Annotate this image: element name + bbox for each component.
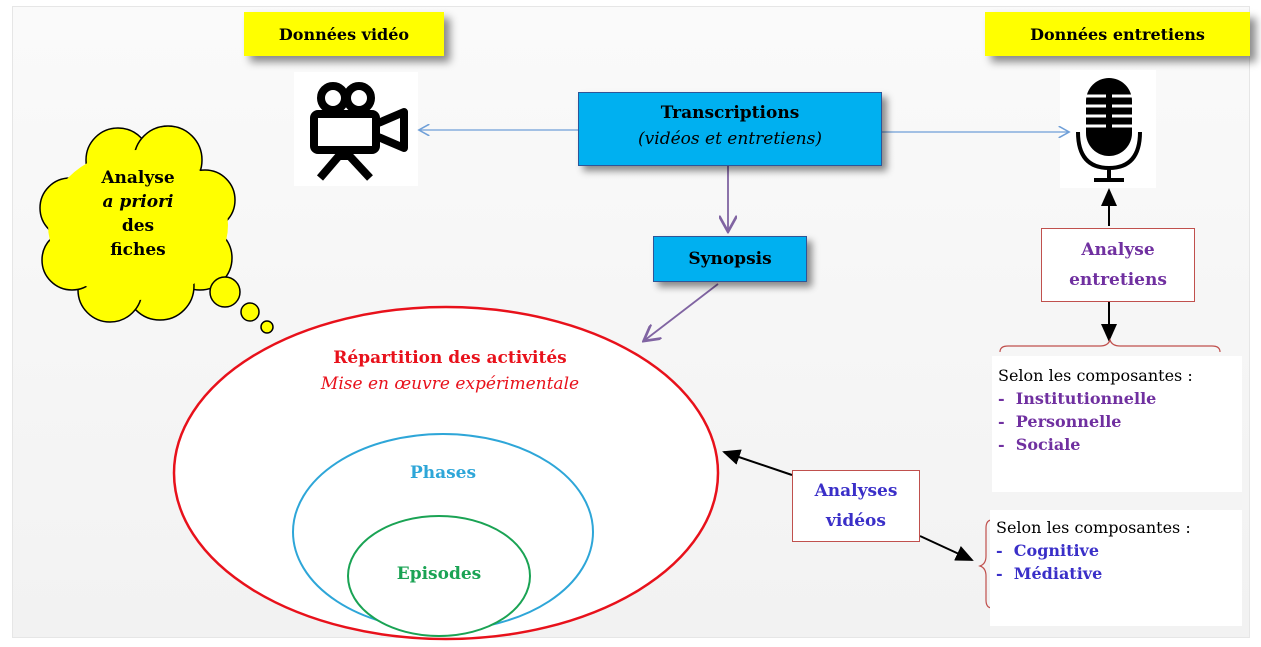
synopsis-box: Synopsis (653, 236, 807, 282)
activities-title: Répartition des activités (333, 348, 567, 368)
analyse-entretiens-box: Analyse entretiens (1041, 228, 1195, 302)
analyses-videos-line-2: vidéos (826, 511, 886, 531)
video-component-item: - Médiative (996, 564, 1103, 583)
video-data-text: Données vidéo (278, 24, 410, 44)
analyse-entretiens-line-1: Analyse (1081, 240, 1155, 260)
episodes-ellipse (347, 515, 531, 637)
microphone-icon (1076, 78, 1142, 182)
phases-label: Phases (409, 463, 477, 483)
activities-subtitle: Mise en œuvre expérimentale (320, 374, 580, 394)
analyses-videos-line-1: Analyses (814, 481, 898, 501)
interview-components-panel: Selon les composantes : - Institutionnel… (992, 356, 1242, 492)
video-brace (978, 519, 993, 609)
arrow-to-video-components (919, 535, 974, 561)
interview-brace (999, 338, 1221, 353)
arrow-to-activities (645, 283, 719, 340)
cloud-line-3: des (121, 216, 155, 236)
cloud-line-4: fiches (110, 240, 166, 260)
transcriptions-title: Transcriptions (660, 103, 800, 123)
interview-component-item: - Sociale (998, 435, 1081, 454)
episodes-label: Episodes (396, 564, 482, 584)
video-component-item: - Cognitive (996, 541, 1100, 560)
interview-components-heading: Selon les composantes : (998, 366, 1193, 385)
interview-component-item: - Institutionnelle (998, 389, 1157, 408)
synopsis-text: Synopsis (688, 249, 772, 269)
cloud-line-2: a priori (102, 192, 174, 212)
cloud-line-1: Analyse (101, 168, 175, 188)
video-components-heading: Selon les composantes : (996, 518, 1191, 537)
video-data-label: Données vidéo (244, 12, 444, 56)
cloud-text: Analyse a priori des fiches (78, 166, 198, 262)
arrow-to-ellipse (722, 449, 793, 476)
interview-data-label: Données entretiens (985, 12, 1250, 56)
transcriptions-subtitle: (vidéos et entretiens) (638, 129, 822, 149)
interview-data-text: Données entretiens (1030, 24, 1205, 44)
video-camera-icon (310, 82, 408, 181)
video-components-panel: Selon les composantes : - Cognitive - Mé… (990, 510, 1242, 626)
transcriptions-box: Transcriptions (vidéos et entretiens) (578, 92, 882, 166)
interview-component-item: - Personnelle (998, 412, 1122, 431)
analyse-entretiens-line-2: entretiens (1069, 270, 1167, 290)
thought-cloud (39, 125, 274, 334)
analyses-videos-box: Analyses vidéos (792, 470, 920, 542)
activities-text: Répartition des activités Mise en œuvre … (250, 348, 650, 394)
